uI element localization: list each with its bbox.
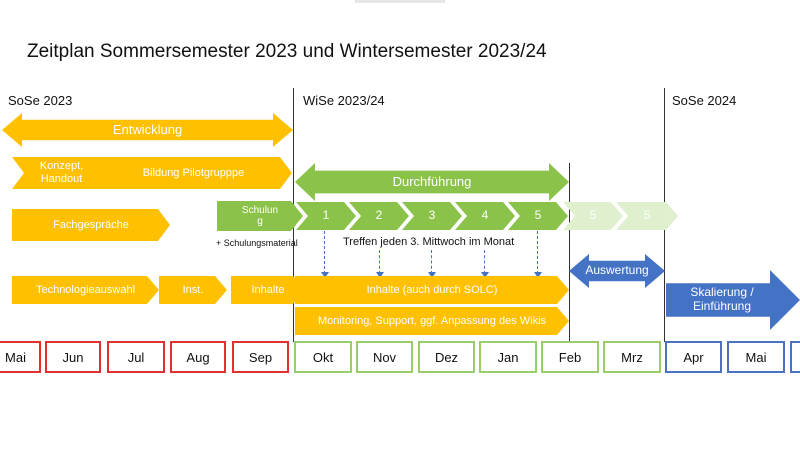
month-mrz: Mrz [603, 341, 661, 373]
bar-durchfuehrung-label: Durchführung [392, 173, 472, 189]
month-dez: Dez [418, 341, 475, 373]
meeting-number: 2 [375, 208, 383, 223]
month-nov: Nov [356, 341, 413, 373]
month-aug: Aug [170, 341, 226, 373]
phase-label-sose2023: SoSe 2023 [8, 93, 73, 108]
page-title: Zeitplan Sommersemester 2023 und Winters… [27, 41, 547, 62]
bar-inhalte-label: Inhalte [251, 283, 285, 296]
meeting-chevron-faded-1: 5 [563, 202, 623, 230]
meeting-number: 3 [428, 208, 436, 223]
meeting-chevron-3: 3 [402, 202, 462, 230]
meeting-chevron-4: 4 [455, 202, 515, 230]
bar-entwicklung: Entwicklung [2, 113, 293, 147]
dashed-arrow-2 [375, 250, 384, 278]
meeting-number: 1 [322, 208, 330, 223]
dashed-arrow-4 [480, 250, 489, 278]
dashed-arrow-5 [533, 231, 542, 278]
bar-schulung-label: Schulun g [241, 204, 279, 227]
bar-installation: Inst. [159, 276, 227, 304]
bar-durchfuehrung: Durchführung [295, 163, 569, 201]
bar-auswertung: Auswertung [569, 254, 665, 288]
month-next-partial [790, 341, 800, 373]
meeting-chevron-1: 1 [296, 202, 356, 230]
bar-auswertung-label: Auswertung [585, 263, 649, 278]
note-schulungsmaterial: + Schulungsmaterial [216, 238, 298, 248]
month-feb: Feb [541, 341, 599, 373]
bar-entwicklung-label: Entwicklung [112, 121, 183, 137]
bar-fachgespraeche-label: Fachgespräche [53, 218, 129, 231]
note-treffen: Treffen jeden 3. Mittwoch im Monat [343, 236, 515, 248]
bar-technologie-label: Technologieauswahl [35, 283, 136, 296]
bar-inhalte-solc-label: Inhalte (auch durch SOLC) [366, 283, 498, 296]
bar-konzept-label: Konzept, Handout [39, 160, 84, 185]
bar-bildung-label: Bildung Pilotgrupppe [142, 166, 245, 179]
meeting-number: 4 [481, 208, 489, 223]
meeting-chevron-5: 5 [508, 202, 568, 230]
bar-schulung: Schulun g [217, 201, 303, 231]
bar-konzept: Konzept, Handout [12, 157, 111, 189]
meeting-number: 5 [589, 208, 597, 223]
phase-divider-2 [569, 163, 570, 342]
top-edge-bar [355, 0, 445, 3]
bar-fachgespraeche: Fachgespräche [12, 209, 170, 241]
phase-label-wise: WiSe 2023/24 [303, 93, 385, 108]
meeting-number: 5 [643, 208, 651, 223]
meeting-chevron-2: 2 [349, 202, 409, 230]
dashed-arrow-3 [427, 250, 436, 278]
month-apr: Apr [665, 341, 722, 373]
meeting-number: 5 [534, 208, 542, 223]
bar-bildung-pilotgruppe: Bildung Pilotgrupppe [95, 157, 292, 189]
month-sep: Sep [232, 341, 289, 373]
bar-technologieauswahl: Technologieauswahl [12, 276, 159, 304]
dashed-arrow-1 [320, 231, 329, 278]
meeting-chevron-faded-2: 5 [616, 202, 678, 230]
bar-monitoring: Monitoring, Support, ggf. Anpassung des … [295, 307, 569, 335]
month-mai-2023: Mai [0, 341, 41, 373]
month-okt: Okt [294, 341, 352, 373]
month-mai-2024: Mai [727, 341, 785, 373]
phase-label-sose2024: SoSe 2024 [672, 93, 737, 108]
month-jul: Jul [107, 341, 165, 373]
bar-monitoring-label: Monitoring, Support, ggf. Anpassung des … [317, 314, 547, 327]
month-jan: Jan [479, 341, 537, 373]
bar-skalierung: Skalierung / Einführung [666, 270, 800, 330]
month-jun: Jun [45, 341, 101, 373]
bar-skalierung-label: Skalierung / Einführung [690, 285, 754, 313]
bar-inhalte-solc: Inhalte (auch durch SOLC) [295, 276, 569, 304]
bar-inst-label: Inst. [182, 283, 204, 296]
bar-inhalte: Inhalte [231, 276, 305, 304]
